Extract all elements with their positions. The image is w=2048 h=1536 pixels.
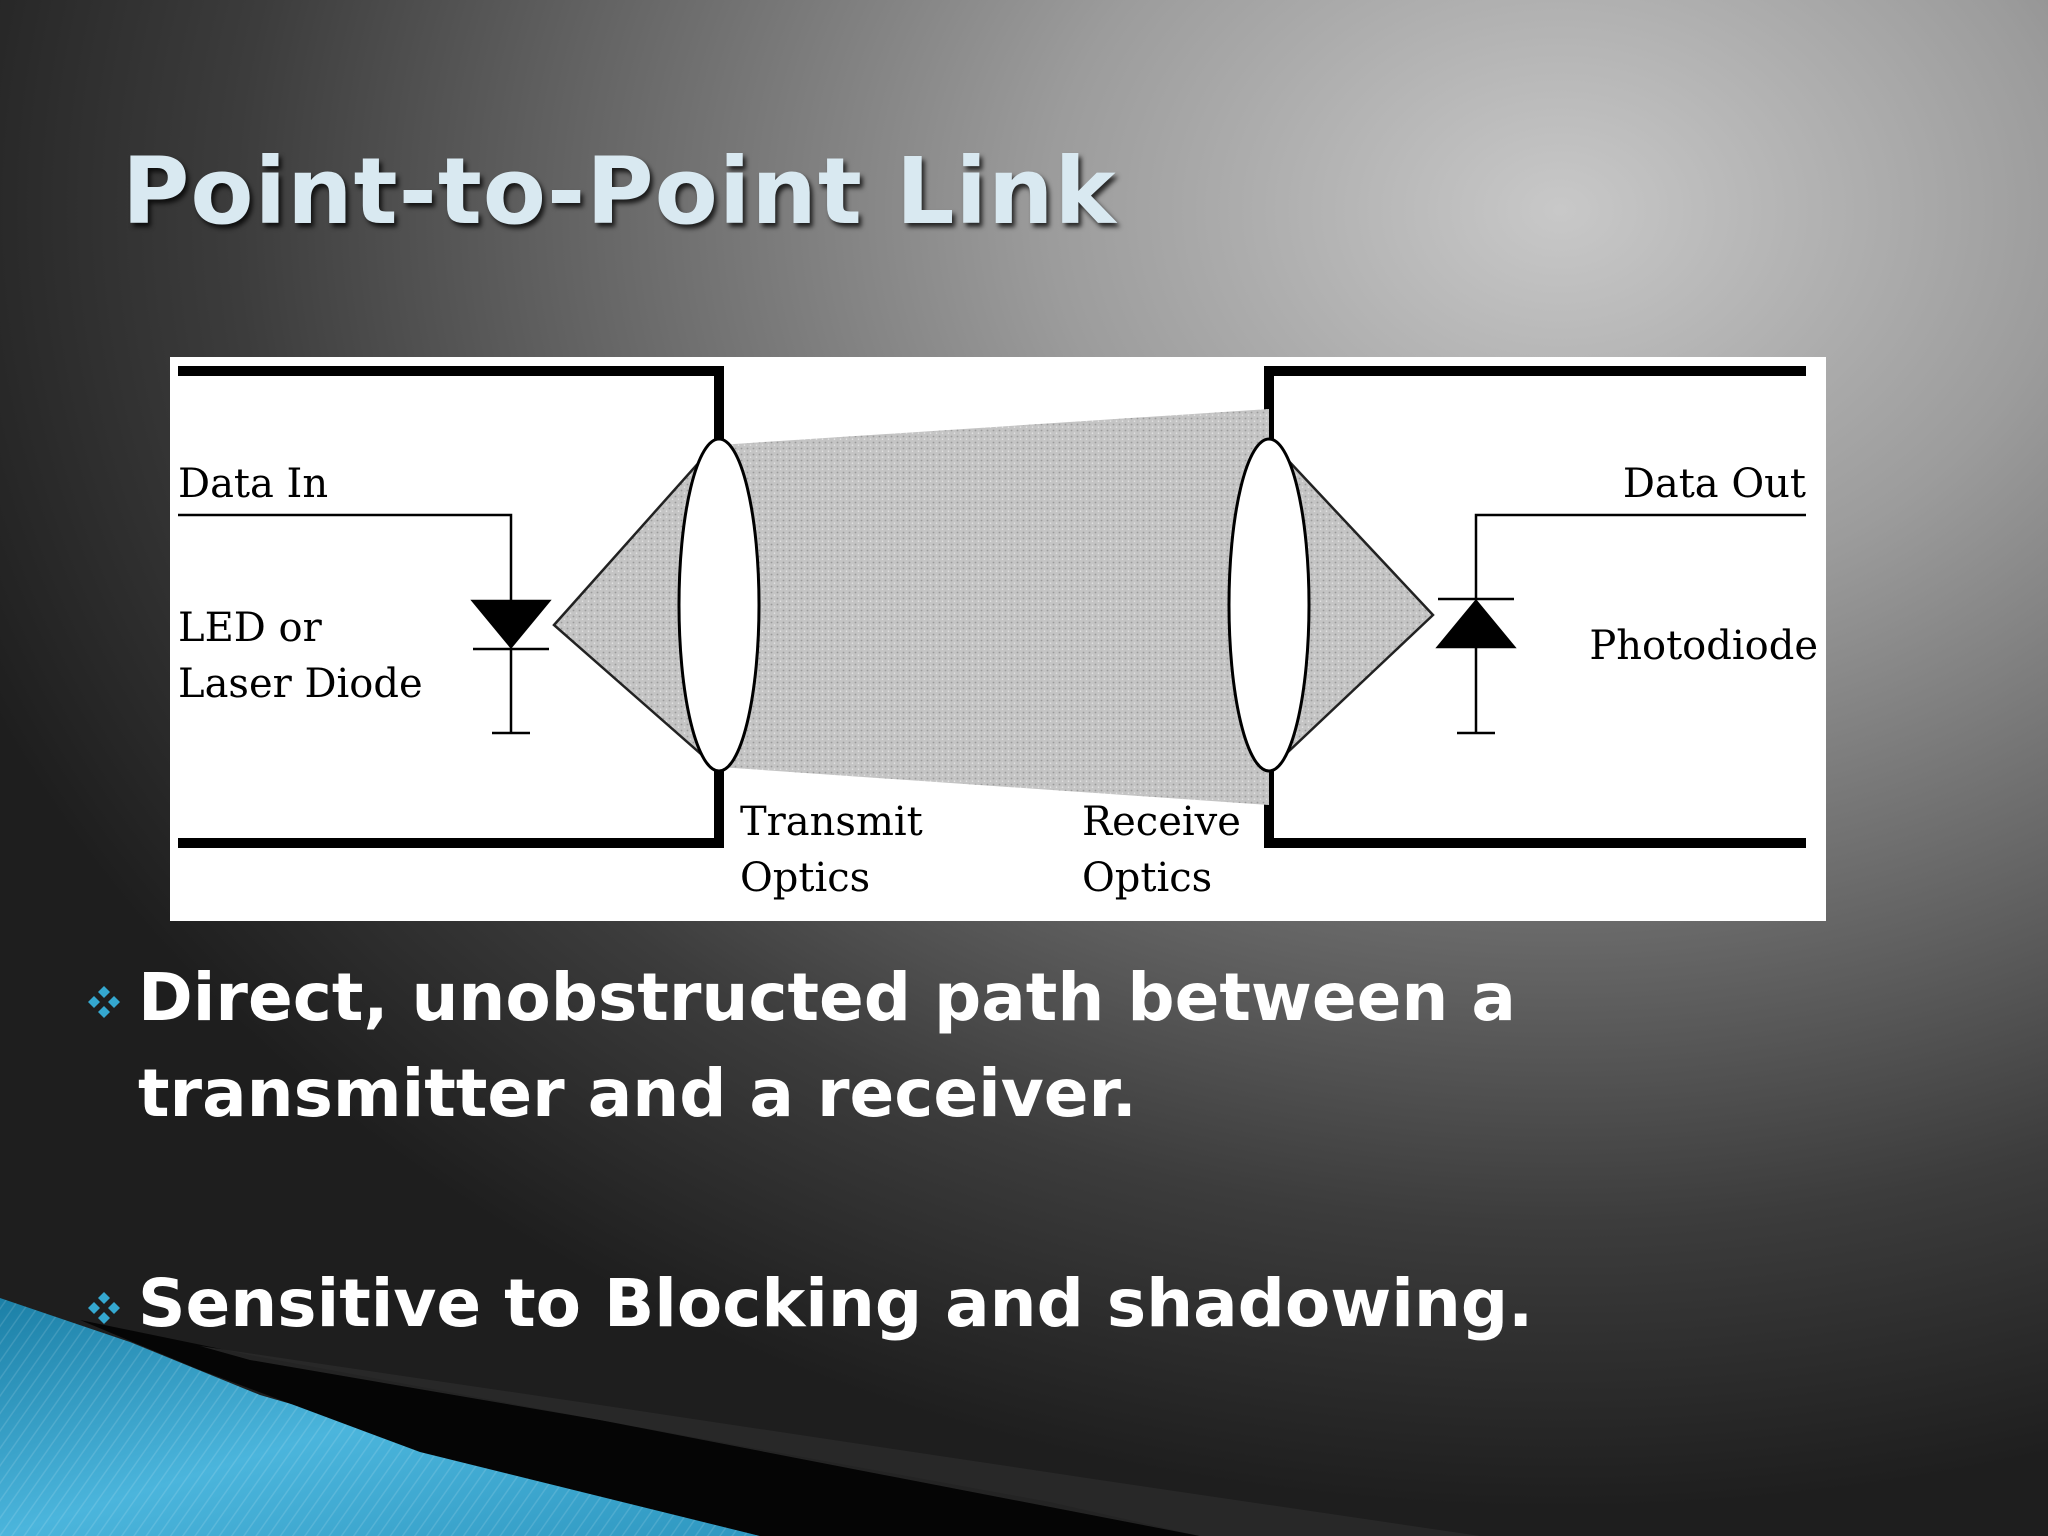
label-led-line2: Laser Diode <box>178 661 423 707</box>
receive-lens <box>1227 437 1311 773</box>
label-transmit-line1: Transmit <box>740 799 923 845</box>
label-receive-line2: Optics <box>1082 855 1212 901</box>
light-beam <box>719 409 1269 805</box>
label-transmit-line2: Optics <box>740 855 870 901</box>
diamond-cluster-icon <box>88 1292 120 1324</box>
led-diode-symbol <box>178 513 552 735</box>
diamond-cluster-icon <box>88 986 120 1018</box>
transmit-lens <box>677 437 761 773</box>
bullet-text: Sensitive to Blocking and shadowing. <box>138 1265 1534 1342</box>
label-receive-line1: Receive <box>1082 799 1241 845</box>
bullet-item: Direct, unobstructed path between a tran… <box>86 950 1886 1142</box>
bullet-item: Sensitive to Blocking and shadowing. <box>86 1256 1886 1352</box>
photodiode-symbol <box>1435 513 1806 735</box>
label-led-line1: LED or <box>178 605 323 651</box>
label-photodiode: Photodiode <box>1589 623 1818 669</box>
point-to-point-diagram: Data In LED or Laser Diode Data Out Phot… <box>170 357 1826 921</box>
bullet-text: Direct, unobstructed path between a tran… <box>138 959 1516 1132</box>
slide-title: Point-to-Point Link <box>122 138 1117 245</box>
transmitter-housing <box>178 366 724 848</box>
label-data-out: Data Out <box>1623 461 1806 507</box>
bullet-list: Direct, unobstructed path between a tran… <box>86 950 1886 1352</box>
label-data-in: Data In <box>178 461 328 507</box>
